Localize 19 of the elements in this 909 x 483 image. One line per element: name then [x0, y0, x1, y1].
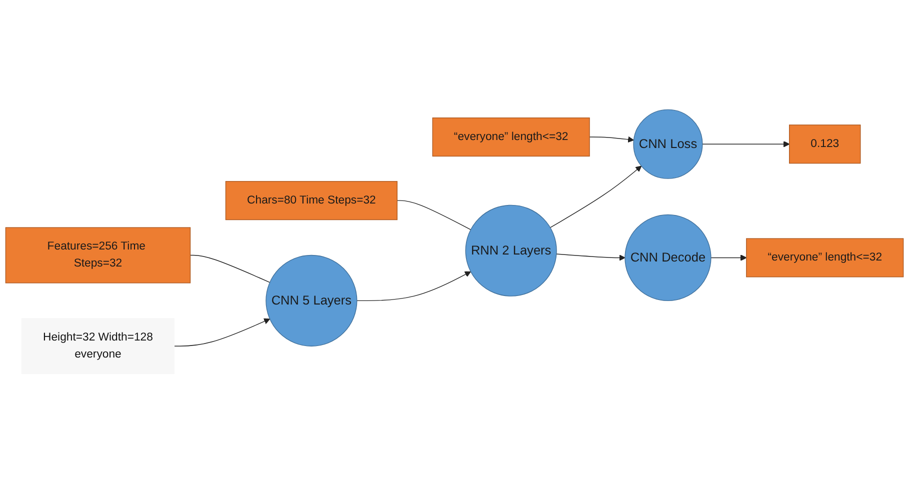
node-circle: CNN Loss	[633, 109, 703, 179]
node-box: Height=32 Width=128 everyone	[21, 318, 175, 374]
arrow	[356, 271, 472, 301]
arrow	[589, 136, 634, 142]
connector	[190, 254, 270, 283]
arrow	[710, 254, 747, 261]
node-circle: CNN Decode	[624, 214, 712, 301]
arrow	[174, 318, 270, 346]
node-box: “everyone” length<=32	[432, 117, 590, 156]
node-box: “everyone” length<=32	[746, 238, 904, 277]
arrow	[550, 166, 642, 228]
node-box: Chars=80 Time Steps=32	[225, 180, 398, 220]
arrow	[702, 140, 790, 147]
connector	[396, 200, 472, 230]
node-circle: RNN 2 Layers	[465, 204, 557, 296]
node-box: Features=256 Time Steps=32	[5, 226, 191, 284]
node-box: 0.123	[789, 124, 861, 164]
arrow	[556, 253, 626, 261]
node-circle: CNN 5 Layers	[266, 254, 358, 346]
